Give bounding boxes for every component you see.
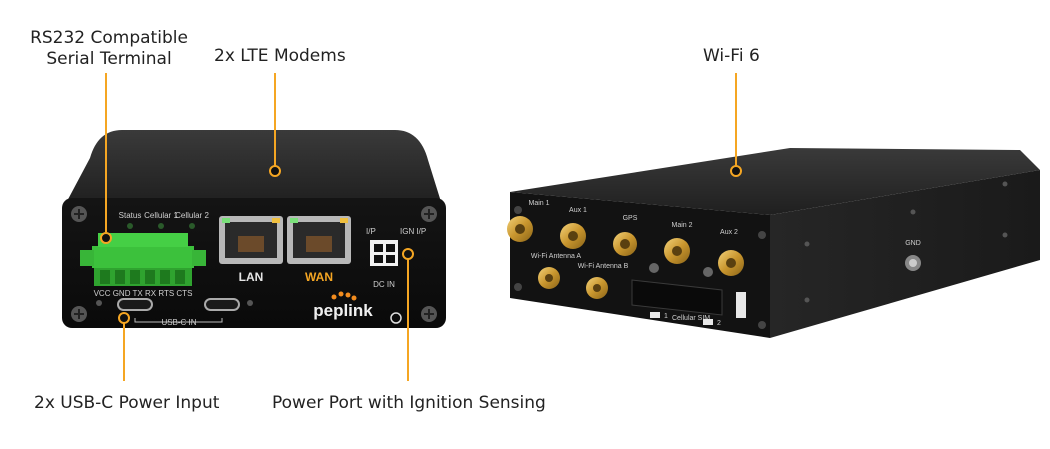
cellular-2-led	[189, 223, 195, 229]
cellular-1-led	[158, 223, 164, 229]
callout-lte-modems: 2x LTE Modems	[214, 46, 346, 66]
sim-slot-label: 1	[664, 313, 668, 320]
wan-port	[287, 216, 351, 264]
antenna-label: Main 1	[528, 200, 549, 207]
sim-slot-label: 2	[717, 320, 721, 327]
callout-serial-terminal: RS232 Compatible Serial Terminal	[30, 28, 188, 69]
callout-dots	[100, 165, 742, 324]
antenna-label: Aux 1	[569, 207, 587, 214]
lan-port	[219, 216, 283, 264]
screw-icon	[71, 206, 437, 322]
sma-connector-icon	[507, 216, 744, 299]
led-label: Cellular 1	[144, 211, 178, 220]
callout-usbc-power: 2x USB-C Power Input	[34, 393, 220, 413]
antenna-label: Main 2	[671, 222, 692, 229]
reset-icon	[390, 312, 402, 324]
callout-lines	[105, 73, 737, 381]
peplink-logo-dots	[331, 291, 357, 301]
gnd-screw-icon	[905, 255, 921, 271]
power-ign-label: IGN I/P	[400, 227, 426, 236]
dc-in-label: DC IN	[373, 280, 395, 289]
led-label: Cellular 2	[175, 211, 209, 220]
callout-wifi: Wi-Fi 6	[703, 46, 760, 66]
brand-logo: peplink	[313, 301, 373, 320]
power-ip-label: I/P	[366, 227, 376, 236]
lan-label: LAN	[239, 270, 264, 284]
wifi-antenna-label: Wi-Fi Antenna B	[578, 263, 629, 270]
usbc-in-label: USB-C IN	[161, 318, 196, 327]
status-led	[127, 223, 133, 229]
serial-terminal-block	[80, 233, 206, 286]
led-label: Status	[119, 211, 142, 220]
callout-power-port: Power Port with Ignition Sensing	[272, 393, 546, 413]
antenna-label: Aux 2	[720, 229, 738, 236]
sim-label: Cellular SIM	[672, 315, 710, 322]
usbc-port	[117, 298, 240, 311]
front-device: Status Cellular 1 Cellular 2 VCC GND TX …	[62, 130, 446, 328]
terminal-pin-labels: VCC GND TX RX RTS CTS	[94, 289, 193, 298]
power-connector	[370, 240, 398, 266]
sim-tray	[631, 279, 746, 318]
wan-label: WAN	[305, 270, 333, 284]
antenna-label: GPS	[623, 215, 638, 222]
wifi-antenna-label: Wi-Fi Antenna A	[531, 253, 582, 260]
rear-device: GND Main 1 Aux 1 GPS Main 2 Aux 2 Wi-Fi …	[507, 148, 1040, 338]
gnd-label: GND	[905, 240, 921, 247]
